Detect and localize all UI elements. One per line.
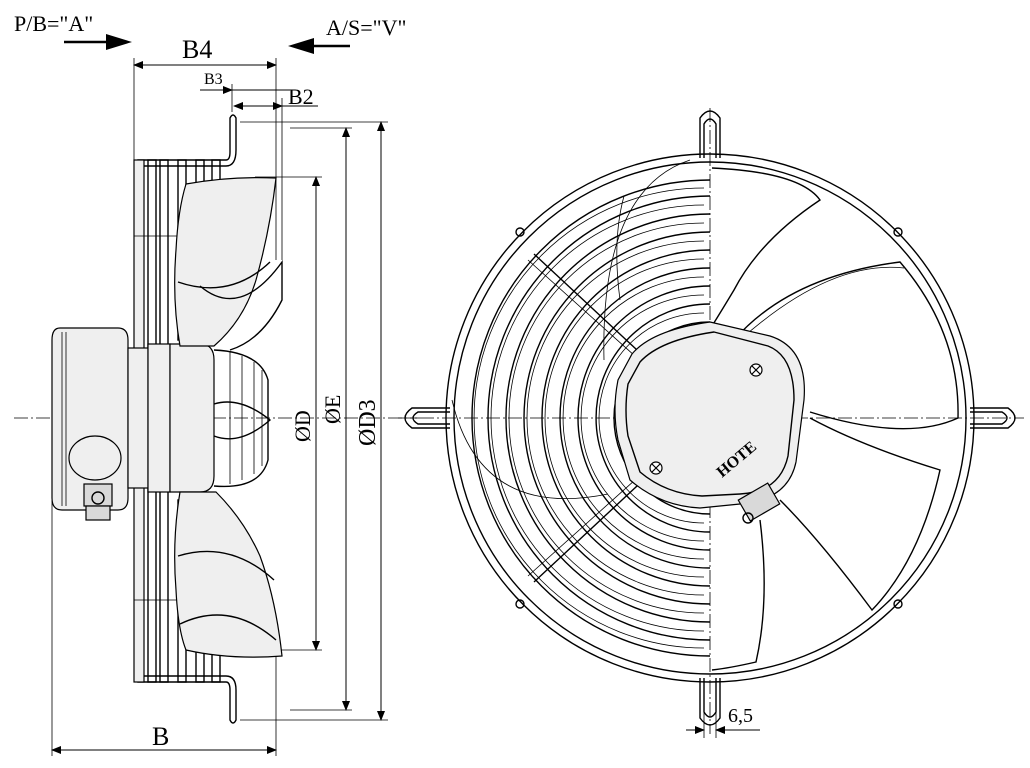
dimension-b4: B4 <box>133 35 277 260</box>
b3-label: B3 <box>204 71 223 88</box>
dimension-b2: B2 <box>233 84 318 260</box>
dimension-b3: B3 <box>200 71 290 112</box>
screw-icon <box>749 363 763 377</box>
dimension-65: 6,5 <box>686 690 760 738</box>
d-label: ØD <box>290 410 315 442</box>
dimension-d: ØD <box>255 176 322 651</box>
b2-label: B2 <box>288 84 314 109</box>
e-label: ØE <box>320 395 345 424</box>
dimension-e: ØE <box>290 127 352 711</box>
screw-icon <box>649 461 663 475</box>
fan-side-view <box>14 114 420 724</box>
dimension-b: B <box>51 500 277 756</box>
b4-label: B4 <box>182 35 212 64</box>
b-label: B <box>152 722 169 751</box>
dim-65-label: 6,5 <box>728 705 753 727</box>
fan-front-view: HOTE 6,5 <box>398 108 1024 738</box>
d3-label: ØD3 <box>355 399 381 446</box>
arrow-left-icon <box>288 38 350 54</box>
arrow-right-icon <box>64 34 132 50</box>
pb-label: P/B="A" <box>14 11 93 36</box>
as-label: A/S="V" <box>326 15 407 40</box>
dimension-d3: ØD3 <box>240 121 388 721</box>
